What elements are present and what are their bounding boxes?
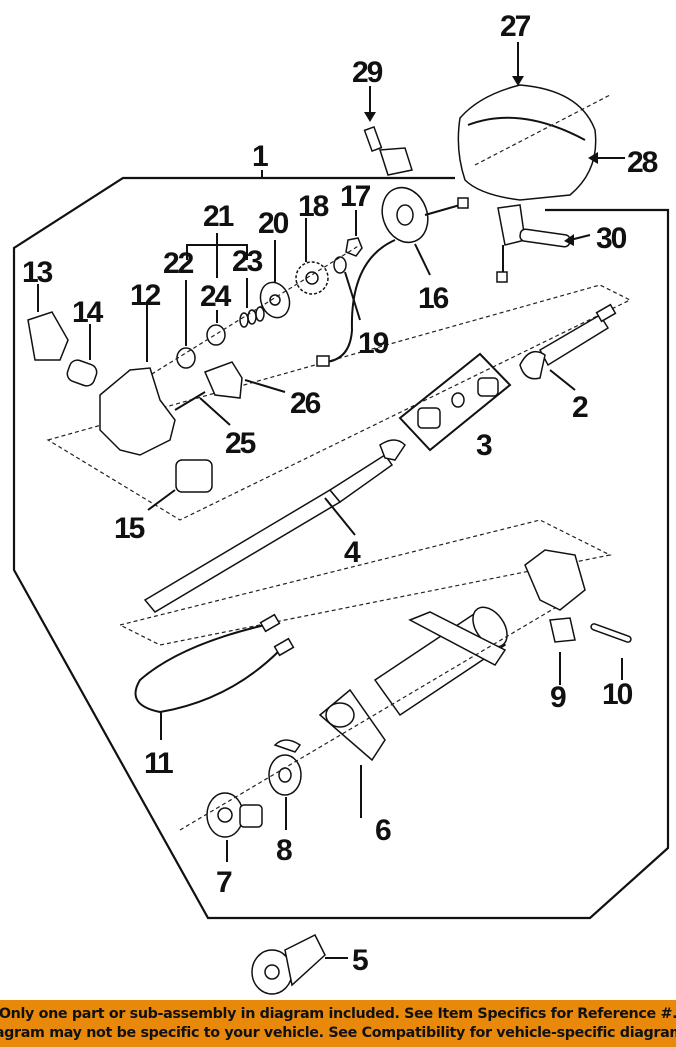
callout-28: 28 [627,146,658,179]
callout-26: 26 [290,387,321,420]
callout-8: 8 [276,834,292,867]
callout-9: 9 [550,681,566,714]
part-11-wire-harness [134,613,295,714]
part-12-lock-housing [99,367,176,456]
part-6-column-jacket [318,606,508,762]
disclaimer-banner: Only one part or sub-assembly in diagram… [0,1000,676,1047]
part-3-bearing-kit [398,352,512,452]
part-24-bearing [206,324,226,346]
callout-19: 19 [358,327,389,360]
part-17-nut [345,237,363,257]
callout-3: 3 [476,429,492,462]
part-26-bracket [203,361,243,399]
part-14-cap [66,359,98,387]
leader-lines [37,42,625,959]
parts-diagram: 1 2 3 4 5 6 7 8 9 10 11 12 13 14 15 16 1… [12,10,670,995]
callout-15: 15 [114,512,145,545]
part-22-bearing [176,347,196,369]
callout-14: 14 [72,296,104,329]
callout-18: 18 [298,190,329,223]
disclaimer-line-1: Only one part or sub-assembly in diagram… [0,1005,676,1022]
callout-6: 6 [375,814,391,847]
lower-subassembly-outline [118,519,612,646]
assembly-frame [12,176,670,920]
part-18-gear [295,261,329,295]
part-30-lever [496,204,571,283]
part-29-switch [363,125,413,176]
part-7-bushing [206,792,263,838]
callout-23: 23 [232,245,263,278]
callout-1: 1 [252,140,268,173]
callout-2: 2 [572,391,588,424]
part-8-bearing [268,739,302,796]
callout-20: 20 [258,207,289,240]
callout-11: 11 [144,747,173,780]
part-13-lock-cylinder [27,311,69,361]
part-25-pin [174,391,206,411]
callout-30: 30 [596,222,627,255]
part-16-switch-ring [316,186,469,367]
part-27-28-column-cover [457,84,611,201]
part-2-upper-shaft [519,303,617,380]
callout-4: 4 [344,536,361,569]
callout-21: 21 [203,200,234,233]
callout-12: 12 [130,279,161,312]
part-19-washer [333,256,347,274]
callout-27: 27 [500,10,531,43]
callout-29: 29 [352,56,383,89]
callout-10: 10 [602,678,633,711]
callout-16: 16 [418,282,449,315]
callout-5: 5 [352,944,368,977]
part-4-steering-shaft [143,439,406,613]
callout-13: 13 [22,256,53,289]
disclaimer-line-2: Diagram may not be specific to your vehi… [0,1024,676,1041]
callout-25: 25 [225,427,256,460]
callout-24: 24 [200,280,232,313]
part-5-bushing [251,933,326,995]
callout-7: 7 [216,866,232,899]
callout-22: 22 [163,247,194,280]
callout-17: 17 [340,180,371,213]
part-15-sensor [175,459,213,493]
part-9-switch-assembly [524,549,586,643]
part-10-pin [590,623,632,643]
part-20-plate [259,281,291,319]
